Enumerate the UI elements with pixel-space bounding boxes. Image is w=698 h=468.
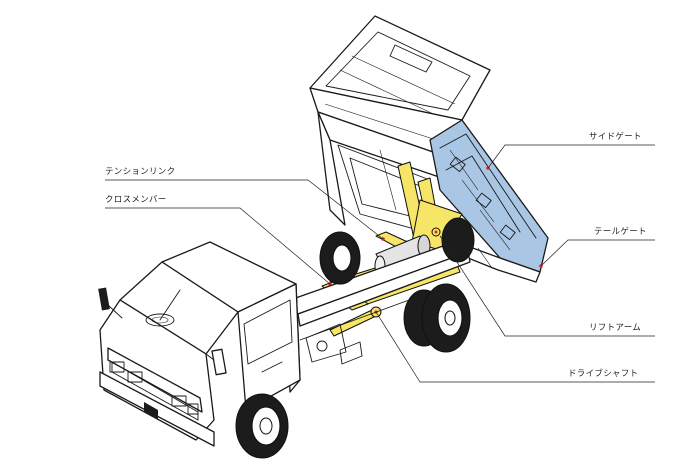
side-gate (429, 119, 549, 273)
chassis (289, 239, 471, 365)
label-cross-member: クロスメンバー (105, 195, 167, 205)
truck-cab (98, 241, 301, 447)
front-wheel (235, 393, 289, 459)
label-tail-gate: テールゲート (594, 226, 647, 237)
label-side-gate: サイドゲート (589, 131, 642, 142)
label-lift-arm: リフトアーム (589, 323, 641, 333)
rear-wheels (319, 217, 475, 353)
label-drive-shaft: ドライブシャフト (568, 368, 638, 379)
callout-labels: サイドゲート テールゲート リフトアーム ドライブシャフト テンションリンク ク… (105, 131, 647, 379)
label-tension-link: テンションリンク (105, 167, 175, 177)
leader-lines (105, 144, 655, 383)
